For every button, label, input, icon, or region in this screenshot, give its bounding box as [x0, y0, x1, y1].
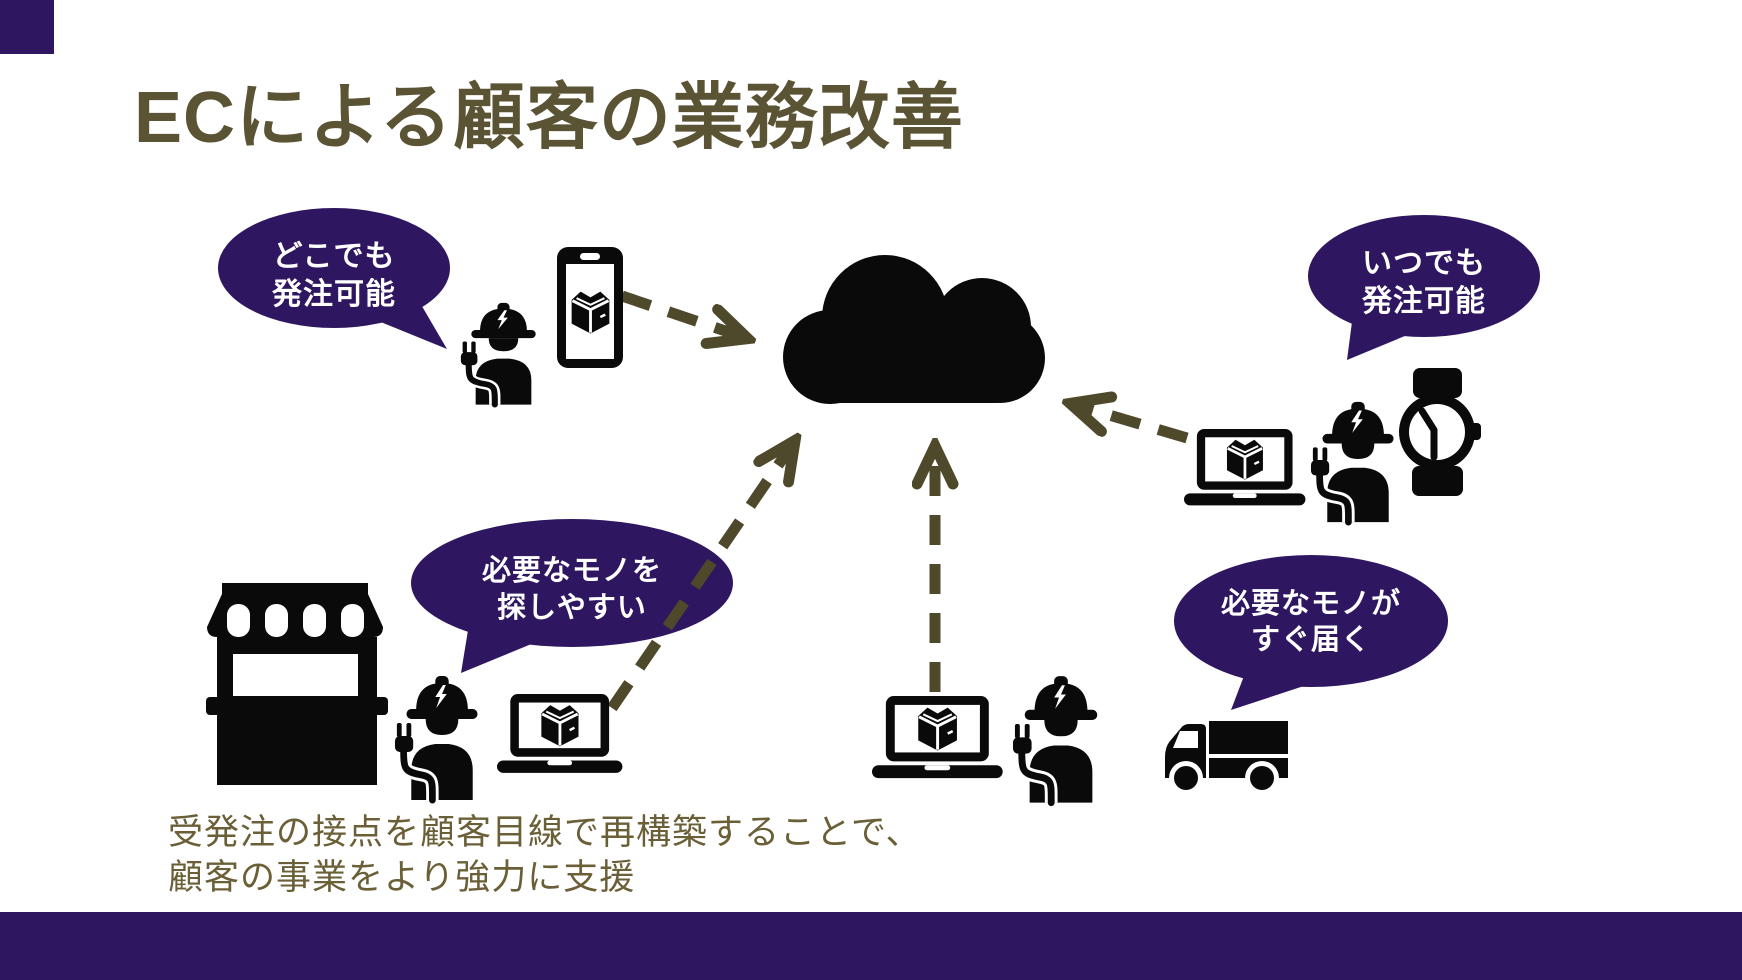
storefront-icon [206, 583, 388, 785]
laptop-icon-bottom-left [497, 694, 622, 773]
bubble-text-order-anytime: いつでも 発注可能 [1304, 245, 1544, 321]
speech-bubble-easy-to-find [411, 519, 733, 673]
bubble-line: 必要なモノが [1220, 588, 1401, 620]
bubble-line: 必要なモノを [481, 555, 662, 587]
laptop-icon-right [1184, 429, 1305, 505]
worker-icon-right [1311, 402, 1394, 522]
arrow-right-laptop-to-cloud [1072, 404, 1189, 444]
worker-icon-top-left [461, 303, 536, 405]
bubble-text-fast-delivery: 必要なモノが すぐ届く [1171, 586, 1451, 658]
arrow-left-laptop-to-cloud [607, 442, 794, 712]
bubble-line: 発注可能 [272, 278, 396, 311]
wristwatch-icon [1399, 368, 1481, 496]
bubble-line: どこでも [272, 240, 396, 273]
footer-summary: 受発注の接点を顧客目線で再構築することで、 顧客の事業をより強力に支援 [168, 810, 922, 900]
smartphone-icon [557, 247, 623, 368]
page-title: ECによる顧客の業務改善 [134, 78, 964, 158]
bubble-line: いつでも [1362, 247, 1486, 280]
footer-line-2: 顧客の事業をより強力に支援 [168, 858, 636, 897]
corner-accent-square [0, 0, 54, 54]
speech-bubble-order-anytime [1308, 215, 1540, 360]
laptop-icon-center [872, 696, 1003, 778]
bubble-text-order-anywhere: どこでも 発注可能 [214, 238, 454, 314]
footer-line-1: 受発注の接点を顧客目線で再構築することで、 [168, 813, 922, 852]
dashed-arrows [607, 290, 1189, 712]
speech-bubble-order-anywhere [218, 208, 450, 349]
clock-hands-icon [1418, 407, 1438, 461]
arrow-phone-to-cloud [620, 290, 746, 338]
speech-bubble-fast-delivery [1174, 555, 1448, 710]
bubble-text-easy-to-find: 必要なモノを 探しやすい [412, 553, 732, 627]
bubble-line: すぐ届く [1250, 624, 1371, 656]
bottom-accent-bar [0, 912, 1742, 980]
cloud-icon [783, 255, 1045, 404]
worker-icon-bottom-left [395, 676, 478, 800]
bubble-line: 発注可能 [1362, 285, 1486, 318]
bubble-line: 探しやすい [497, 592, 647, 624]
truck-icon [1165, 721, 1288, 795]
worker-icon-center [1013, 676, 1097, 802]
